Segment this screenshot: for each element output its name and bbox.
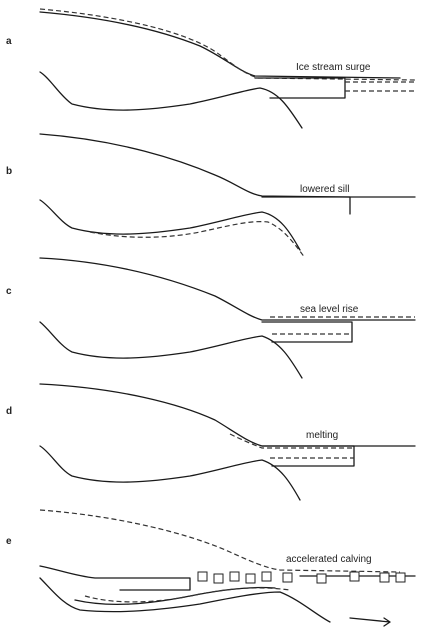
panel-e-iceberg [214, 574, 223, 583]
panel-d-label: melting [306, 430, 338, 441]
panel-e-bed [40, 578, 330, 622]
panel-b: b lowered sill [6, 134, 415, 258]
panel-a: a Ice stream surge [6, 9, 415, 128]
panel-e-label: accelerated calving [286, 554, 372, 565]
panel-c-label: sea level rise [300, 304, 359, 315]
panel-e-iceberg [283, 573, 292, 582]
panel-c-ice-shelf [262, 322, 352, 342]
panel-b-bed [40, 200, 300, 250]
panel-e-calving-arrow [350, 618, 390, 626]
panel-d: d melting [6, 384, 415, 500]
panel-e-iceberg [350, 572, 359, 581]
panel-a-thinned-shelf [345, 82, 415, 91]
panel-e: e accelerated calving [6, 510, 415, 626]
panel-letter-b: b [6, 166, 12, 177]
panel-d-bed [40, 446, 300, 500]
panel-e-iceberg [230, 572, 239, 581]
panel-b-ice-shelf [262, 197, 415, 214]
panel-e-iceberg [262, 572, 271, 581]
panel-letter-d: d [6, 406, 12, 417]
panel-d-ice-surface [40, 384, 415, 446]
panel-a-ice-shelf [255, 78, 345, 98]
panel-e-iceberg [198, 572, 207, 581]
panel-e-iceberg [380, 573, 389, 582]
panel-e-iceberg [317, 574, 326, 583]
panel-letter-c: c [6, 286, 12, 297]
panel-c: c sea level rise [6, 258, 415, 378]
panel-c-ice-surface [40, 258, 415, 320]
panel-b-label: lowered sill [300, 184, 349, 195]
panel-d-ice-shelf [262, 446, 354, 466]
panel-e-iceberg [396, 573, 405, 582]
panel-letter-e: e [6, 536, 12, 547]
panel-e-iceberg [246, 574, 255, 583]
panel-a-bed [40, 72, 302, 128]
panel-letter-a: a [6, 36, 12, 47]
panel-a-label: Ice stream surge [296, 62, 371, 73]
panel-c-bed [40, 322, 302, 378]
panel-e-ice-surface [40, 566, 190, 590]
